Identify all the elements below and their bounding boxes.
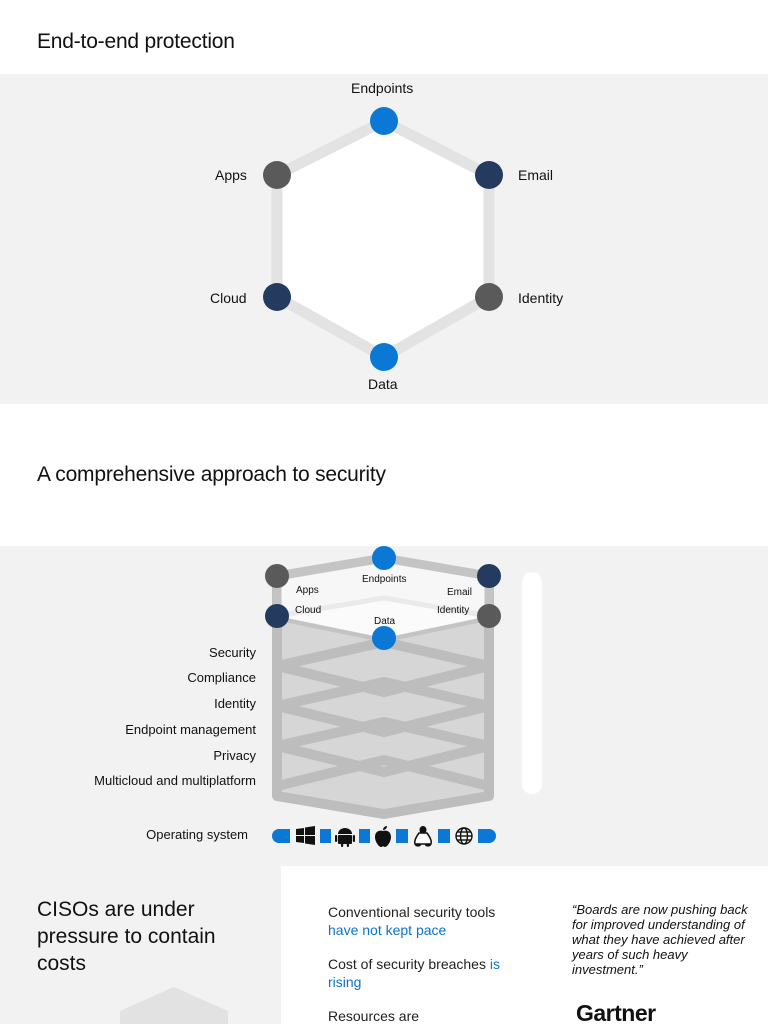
node-identity bbox=[475, 283, 503, 311]
section-title-comprehensive: A comprehensive approach to security bbox=[37, 463, 386, 486]
label-endpoints: Endpoints bbox=[351, 80, 414, 96]
layer-label-compliance: Compliance bbox=[187, 670, 256, 685]
stack-node-data bbox=[372, 626, 396, 650]
stack-label-data: Data bbox=[374, 616, 396, 627]
label-apps: Apps bbox=[215, 167, 247, 183]
stack-node-cloud bbox=[265, 604, 289, 628]
linux-icon bbox=[414, 826, 432, 847]
windows-icon bbox=[296, 826, 315, 845]
pain-point-3: Resources are bbox=[328, 1007, 528, 1025]
pain-point-2-highlight: is rising bbox=[328, 956, 500, 990]
layer-label-privacy: Privacy bbox=[213, 748, 256, 763]
hexagon-diagram bbox=[263, 107, 503, 371]
hexagon-ring bbox=[271, 115, 495, 363]
android-icon bbox=[335, 828, 355, 847]
cisos-hexagon-shape bbox=[120, 987, 228, 1024]
node-apps bbox=[263, 161, 291, 189]
layer-label-identity: Identity bbox=[214, 696, 256, 711]
pain-point-2-text: Cost of security breaches bbox=[328, 956, 486, 972]
gartner-logo: Gartner bbox=[576, 1000, 656, 1026]
stack-node-apps bbox=[265, 564, 289, 588]
node-endpoints bbox=[370, 107, 398, 135]
pain-point-1: Conventional security tools have not kep… bbox=[328, 903, 528, 939]
gartner-quote: “Boards are now pushing back for improve… bbox=[572, 902, 748, 977]
node-email bbox=[475, 161, 503, 189]
stack-label-endpoints: Endpoints bbox=[362, 574, 407, 585]
cisos-panel bbox=[0, 866, 281, 1024]
layer-label-multicloud: Multicloud and multiplatform bbox=[94, 773, 256, 788]
stack-label-cloud: Cloud bbox=[295, 605, 322, 616]
side-bar bbox=[522, 572, 542, 794]
stack-label-identity: Identity bbox=[437, 605, 470, 616]
node-data bbox=[370, 343, 398, 371]
stack-node-identity bbox=[477, 604, 501, 628]
globe-icon bbox=[455, 827, 473, 845]
label-cloud: Cloud bbox=[210, 290, 247, 306]
pain-point-1-highlight: have not kept pace bbox=[328, 922, 447, 938]
node-cloud bbox=[263, 283, 291, 311]
pain-point-1-text: Conventional security tools bbox=[328, 904, 496, 920]
label-email: Email bbox=[518, 167, 554, 183]
layer-label-endpoint-management: Endpoint management bbox=[125, 722, 256, 737]
layered-stack-diagram bbox=[265, 546, 542, 847]
pain-point-2: Cost of security breaches is rising bbox=[328, 955, 528, 991]
layer-label-security: Security bbox=[209, 645, 256, 660]
stack-label-apps: Apps bbox=[296, 585, 319, 596]
label-identity: Identity bbox=[518, 290, 564, 306]
section-title-end-to-end: End-to-end protection bbox=[37, 30, 235, 53]
stack-node-endpoints bbox=[372, 546, 396, 570]
stack-label-email: Email bbox=[447, 587, 473, 598]
label-data: Data bbox=[368, 376, 398, 392]
stack-node-email bbox=[477, 564, 501, 588]
apple-icon bbox=[375, 826, 391, 847]
pain-point-3-text: Resources are bbox=[328, 1008, 420, 1024]
os-label: Operating system bbox=[146, 827, 248, 842]
cisos-heading: CISOs are under pressure to contain cost… bbox=[37, 898, 216, 975]
